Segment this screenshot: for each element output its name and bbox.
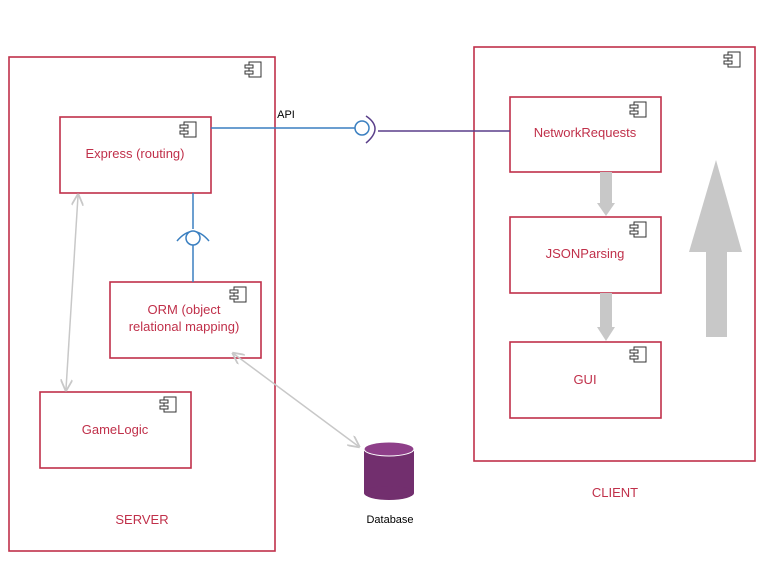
express-component[interactable]: Express (routing) [59, 116, 212, 194]
express-orm-interface [176, 193, 210, 282]
flow-arrow-up [689, 160, 742, 337]
gui-component[interactable]: GUI [509, 341, 662, 419]
interface-socket [365, 115, 376, 144]
network-label: NetworkRequests [534, 125, 637, 140]
orm-component[interactable]: ORM (object relational mapping) [109, 281, 262, 359]
interface-lollipop [185, 230, 201, 246]
json-label: JSONParsing [546, 246, 625, 261]
flow-arrow-network-json [597, 172, 615, 216]
api-label: API [277, 109, 295, 121]
server-label: SERVER [115, 512, 168, 527]
interface-lollipop [354, 120, 370, 136]
database-icon [363, 441, 415, 500]
orm-label-line2: relational mapping) [129, 319, 240, 334]
express-gamelogic-connector [66, 196, 78, 389]
gamelogic-label: GameLogic [82, 422, 149, 437]
gui-label: GUI [573, 372, 596, 387]
jsonparsing-component[interactable]: JSONParsing [509, 216, 662, 294]
networkrequests-component[interactable]: NetworkRequests [509, 96, 662, 173]
flow-arrow-json-gui [597, 293, 615, 341]
gamelogic-component[interactable]: GameLogic [39, 391, 192, 469]
api-interface: API [211, 109, 510, 144]
orm-label-line1: ORM (object [148, 302, 221, 317]
client-label: CLIENT [592, 485, 638, 500]
database-label: Database [366, 514, 413, 526]
database[interactable]: Database [363, 441, 415, 526]
orm-database-connector [234, 354, 358, 446]
express-label: Express (routing) [86, 146, 185, 161]
